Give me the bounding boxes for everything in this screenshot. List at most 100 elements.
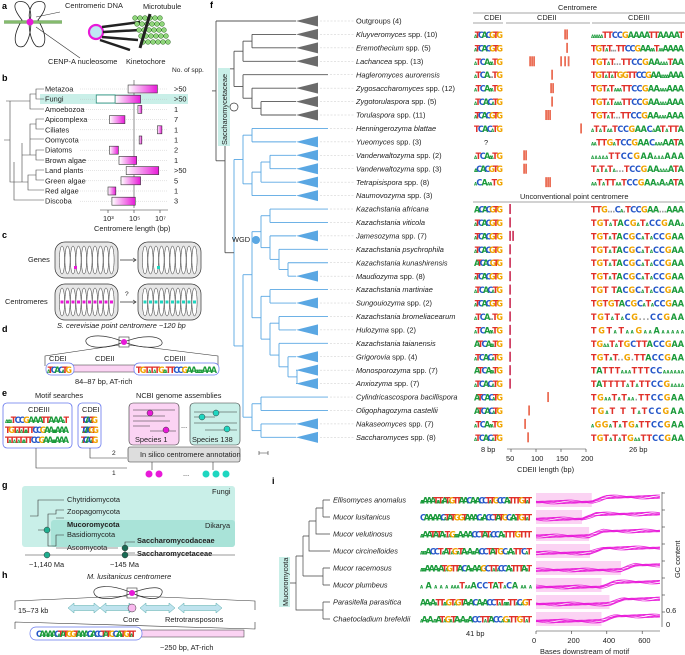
chromosome-outline <box>70 245 76 275</box>
species-count: 1 <box>174 156 178 165</box>
centromere-length-bar <box>109 115 126 124</box>
core-motif-logo: CAAAAACATATGGTAAACAAACCTATGCAAATGTAT <box>420 514 532 524</box>
cdeiii-logo: TGTATACGCATACCGAA <box>591 273 685 283</box>
unconventional-header: Unconventional point centromere <box>520 192 628 201</box>
cdeiii-logo: AGGATATGATTCCGAA <box>591 420 685 430</box>
collapsed-clade-triangle <box>296 364 318 376</box>
species-name: Yueomyces <box>356 137 395 146</box>
species-count: spp. (8) <box>402 178 429 187</box>
cdeii-length-bar <box>564 56 566 67</box>
species-name: Kluyveromyces <box>356 30 406 39</box>
cenpa-nucleosome-icon <box>87 23 105 41</box>
species-label: Monosporozyma spp. (7) <box>356 366 438 375</box>
species-count: 1 <box>174 105 178 114</box>
cdeii-length-bar <box>529 56 531 67</box>
zoom-box <box>118 336 130 348</box>
annotation-box <box>127 446 241 463</box>
chromosome-outline <box>86 245 93 275</box>
ellipsis-2: ... <box>183 469 189 478</box>
gc-content-trace <box>535 513 660 522</box>
species-count: spp. (5) <box>409 97 436 106</box>
cdeiii-width-label: 26 bp <box>629 445 648 454</box>
cdeii-length-bar <box>509 298 511 309</box>
species-name: Kazachstania taianensis <box>356 339 436 348</box>
at-rich-note: ~250 bp, AT-rich <box>160 643 213 652</box>
microtubule-label: Microtubule <box>143 2 181 11</box>
species-label: Kazachstania bromeliacearum <box>356 312 455 321</box>
motif-searches-label: Motif searches <box>35 391 83 400</box>
x-tick-label: 200 <box>567 636 579 645</box>
wgd-node <box>252 236 260 244</box>
species-name: Tetrapisispora <box>356 178 402 187</box>
species-label: Sungouiozyma spp. (2) <box>356 299 432 308</box>
cdei-logo: ATCAAATG <box>474 340 503 350</box>
core-motif-logo: AAAAAATAATAATAGTTAACAAACCTATGCCAATTTGTAT <box>420 497 532 507</box>
species-1-assembly <box>128 402 180 446</box>
count-header: No. of spp. <box>172 67 204 74</box>
kinetochore-label: Kinetochore <box>126 57 165 66</box>
chromosome-outline <box>153 245 159 275</box>
gc-content-trace <box>535 597 660 606</box>
cdeii-length-bar <box>560 56 562 67</box>
taxon-label: Land plants <box>45 166 84 175</box>
species-name: Maudiozyma <box>356 272 398 281</box>
cdeii-tick-label: 100 <box>531 454 543 463</box>
collapsed-clade-triangle <box>296 351 318 363</box>
centromere-hit <box>223 425 231 433</box>
collapsed-clade-triangle <box>296 324 318 336</box>
microtubule-subunit <box>154 21 160 27</box>
zoom-lines-d <box>44 344 219 366</box>
cdeii-length-bar <box>547 110 549 121</box>
cdei-logo: ATCAAATG <box>474 420 503 430</box>
microtubule-subunit <box>155 39 161 45</box>
saccharomycetaceae-node <box>229 102 239 112</box>
microtubule-subunit <box>134 21 140 27</box>
chromosome-outline <box>186 245 192 275</box>
microtubule-subunit <box>150 39 156 45</box>
unknown-cdei-mark: ? <box>484 138 488 147</box>
species-label: Kazachstania martiniae <box>356 285 433 294</box>
centromeric-dna-label: Centromeric DNA <box>65 1 123 10</box>
cdei-logo: ATCAAATG <box>474 85 503 95</box>
taxon-label: Green algae <box>45 176 86 185</box>
gc-content-trace <box>535 528 660 538</box>
species-label: Jamesozyma spp. (7) <box>355 231 427 240</box>
cdeii-length-bar <box>550 83 552 94</box>
cenpa-label: CENP-A nucleosome <box>48 57 117 66</box>
cdei-motif-logo: ATCACGTG <box>81 426 99 436</box>
cdeiii-label: CDEIII <box>164 354 186 363</box>
panel-label-f: f <box>210 0 214 10</box>
species-name: Hagleromyces aurorensis <box>356 70 440 79</box>
microtubule-subunit <box>159 21 165 27</box>
cdeii-length-bar <box>509 351 511 362</box>
centromere-mark <box>82 300 86 304</box>
microtubule-icon <box>132 15 171 45</box>
species-label: Mucor velutinosus <box>333 530 393 539</box>
centromere-hit <box>162 426 170 434</box>
annotation-label: In silico centromere annotation <box>140 450 241 459</box>
cdei-logo: ACAAATG <box>474 179 503 189</box>
cdei-motif-box <box>77 402 102 449</box>
time-1-label: ~1,140 Ma <box>29 560 65 569</box>
species-name: Kazachstania martiniae <box>356 285 433 294</box>
centromere-dot <box>121 339 127 345</box>
cdeiii-logo: TGAT T TATCCGAA <box>591 407 685 417</box>
saccharomycetaceae-label-box <box>218 68 230 146</box>
species-name: Naumovozyma <box>356 191 405 200</box>
species-label: Kazachstania kunashirensis <box>356 258 448 267</box>
microtubule-subunit <box>161 27 167 33</box>
cdeii-length-bar <box>509 284 511 295</box>
species-count: 5 <box>174 176 178 185</box>
core-motif-logo: AAAAACCTAATAGATAAAAAACCTATGCAAATTCAT <box>420 548 532 558</box>
species-label: Mucor plumbeus <box>333 581 388 590</box>
species-count: spp. (13) <box>392 57 423 66</box>
retrotransposon-arrow <box>139 602 176 614</box>
cdei-logo: ATCA..TG <box>474 71 503 81</box>
taxon-label: Oomycota <box>45 136 80 145</box>
collapsed-clade-triangle <box>296 55 318 67</box>
cdeiii-logo: TGTATACGCATACCGAA <box>591 246 685 256</box>
cdeii-length-bar <box>525 150 527 161</box>
cdeiii-logo: TGTAT...TTCCGAAAAAAAA <box>591 112 685 122</box>
collapsed-clade-triangle <box>296 378 318 390</box>
dikarya-box <box>51 520 235 547</box>
